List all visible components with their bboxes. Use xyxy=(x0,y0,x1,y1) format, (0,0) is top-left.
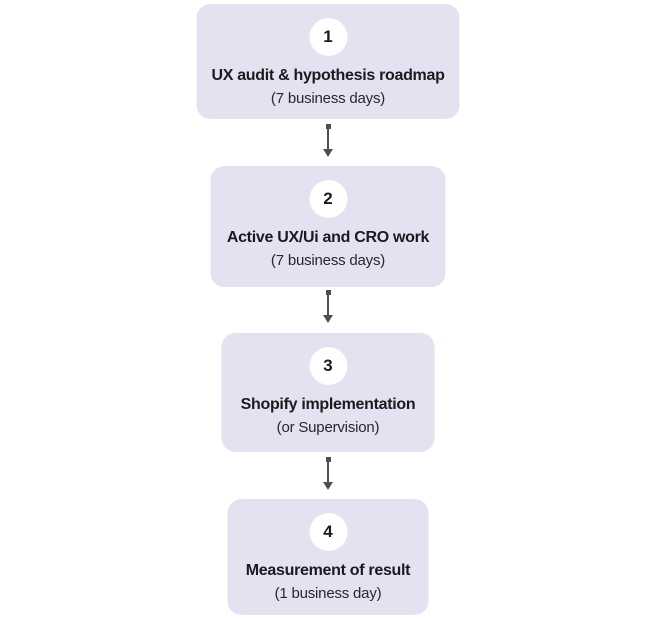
arrow-head-icon xyxy=(323,315,333,323)
down-arrow-icon xyxy=(323,457,333,490)
step-card-1: 1 UX audit & hypothesis roadmap (7 busin… xyxy=(196,4,460,119)
arrow-head-icon xyxy=(323,149,333,157)
arrow-tail xyxy=(325,457,331,462)
step-card-3: 3 Shopify implementation (or Supervision… xyxy=(221,333,435,452)
step-subtitle: (7 business days) xyxy=(270,90,386,107)
step-number-badge: 3 xyxy=(309,347,347,385)
step-number: 3 xyxy=(323,356,333,375)
arrow-stem xyxy=(327,295,329,315)
step-number: 1 xyxy=(323,27,333,46)
arrow-tail xyxy=(325,124,331,129)
step-subtitle: (7 business days) xyxy=(270,252,386,269)
step-title: Measurement of result xyxy=(245,562,411,579)
step-number-badge: 4 xyxy=(309,513,347,551)
step-number: 2 xyxy=(323,189,333,208)
step-title: UX audit & hypothesis roadmap xyxy=(211,67,445,84)
step-title: Shopify implementation xyxy=(240,396,416,413)
step-title: Active UX/Ui and CRO work xyxy=(226,229,430,246)
step-subtitle: (1 business day) xyxy=(274,585,382,602)
down-arrow-icon xyxy=(323,124,333,157)
arrow-tail xyxy=(325,290,331,295)
step-card-2: 2 Active UX/Ui and CRO work (7 business … xyxy=(210,166,446,287)
arrow-stem xyxy=(327,462,329,482)
arrow-stem xyxy=(327,129,329,149)
down-arrow-icon xyxy=(323,290,333,323)
step-number: 4 xyxy=(323,522,333,541)
step-number-badge: 2 xyxy=(309,180,347,218)
step-subtitle: (or Supervision) xyxy=(276,419,380,436)
arrow-head-icon xyxy=(323,482,333,490)
step-card-4: 4 Measurement of result (1 business day) xyxy=(227,499,429,615)
step-number-badge: 1 xyxy=(309,18,347,56)
